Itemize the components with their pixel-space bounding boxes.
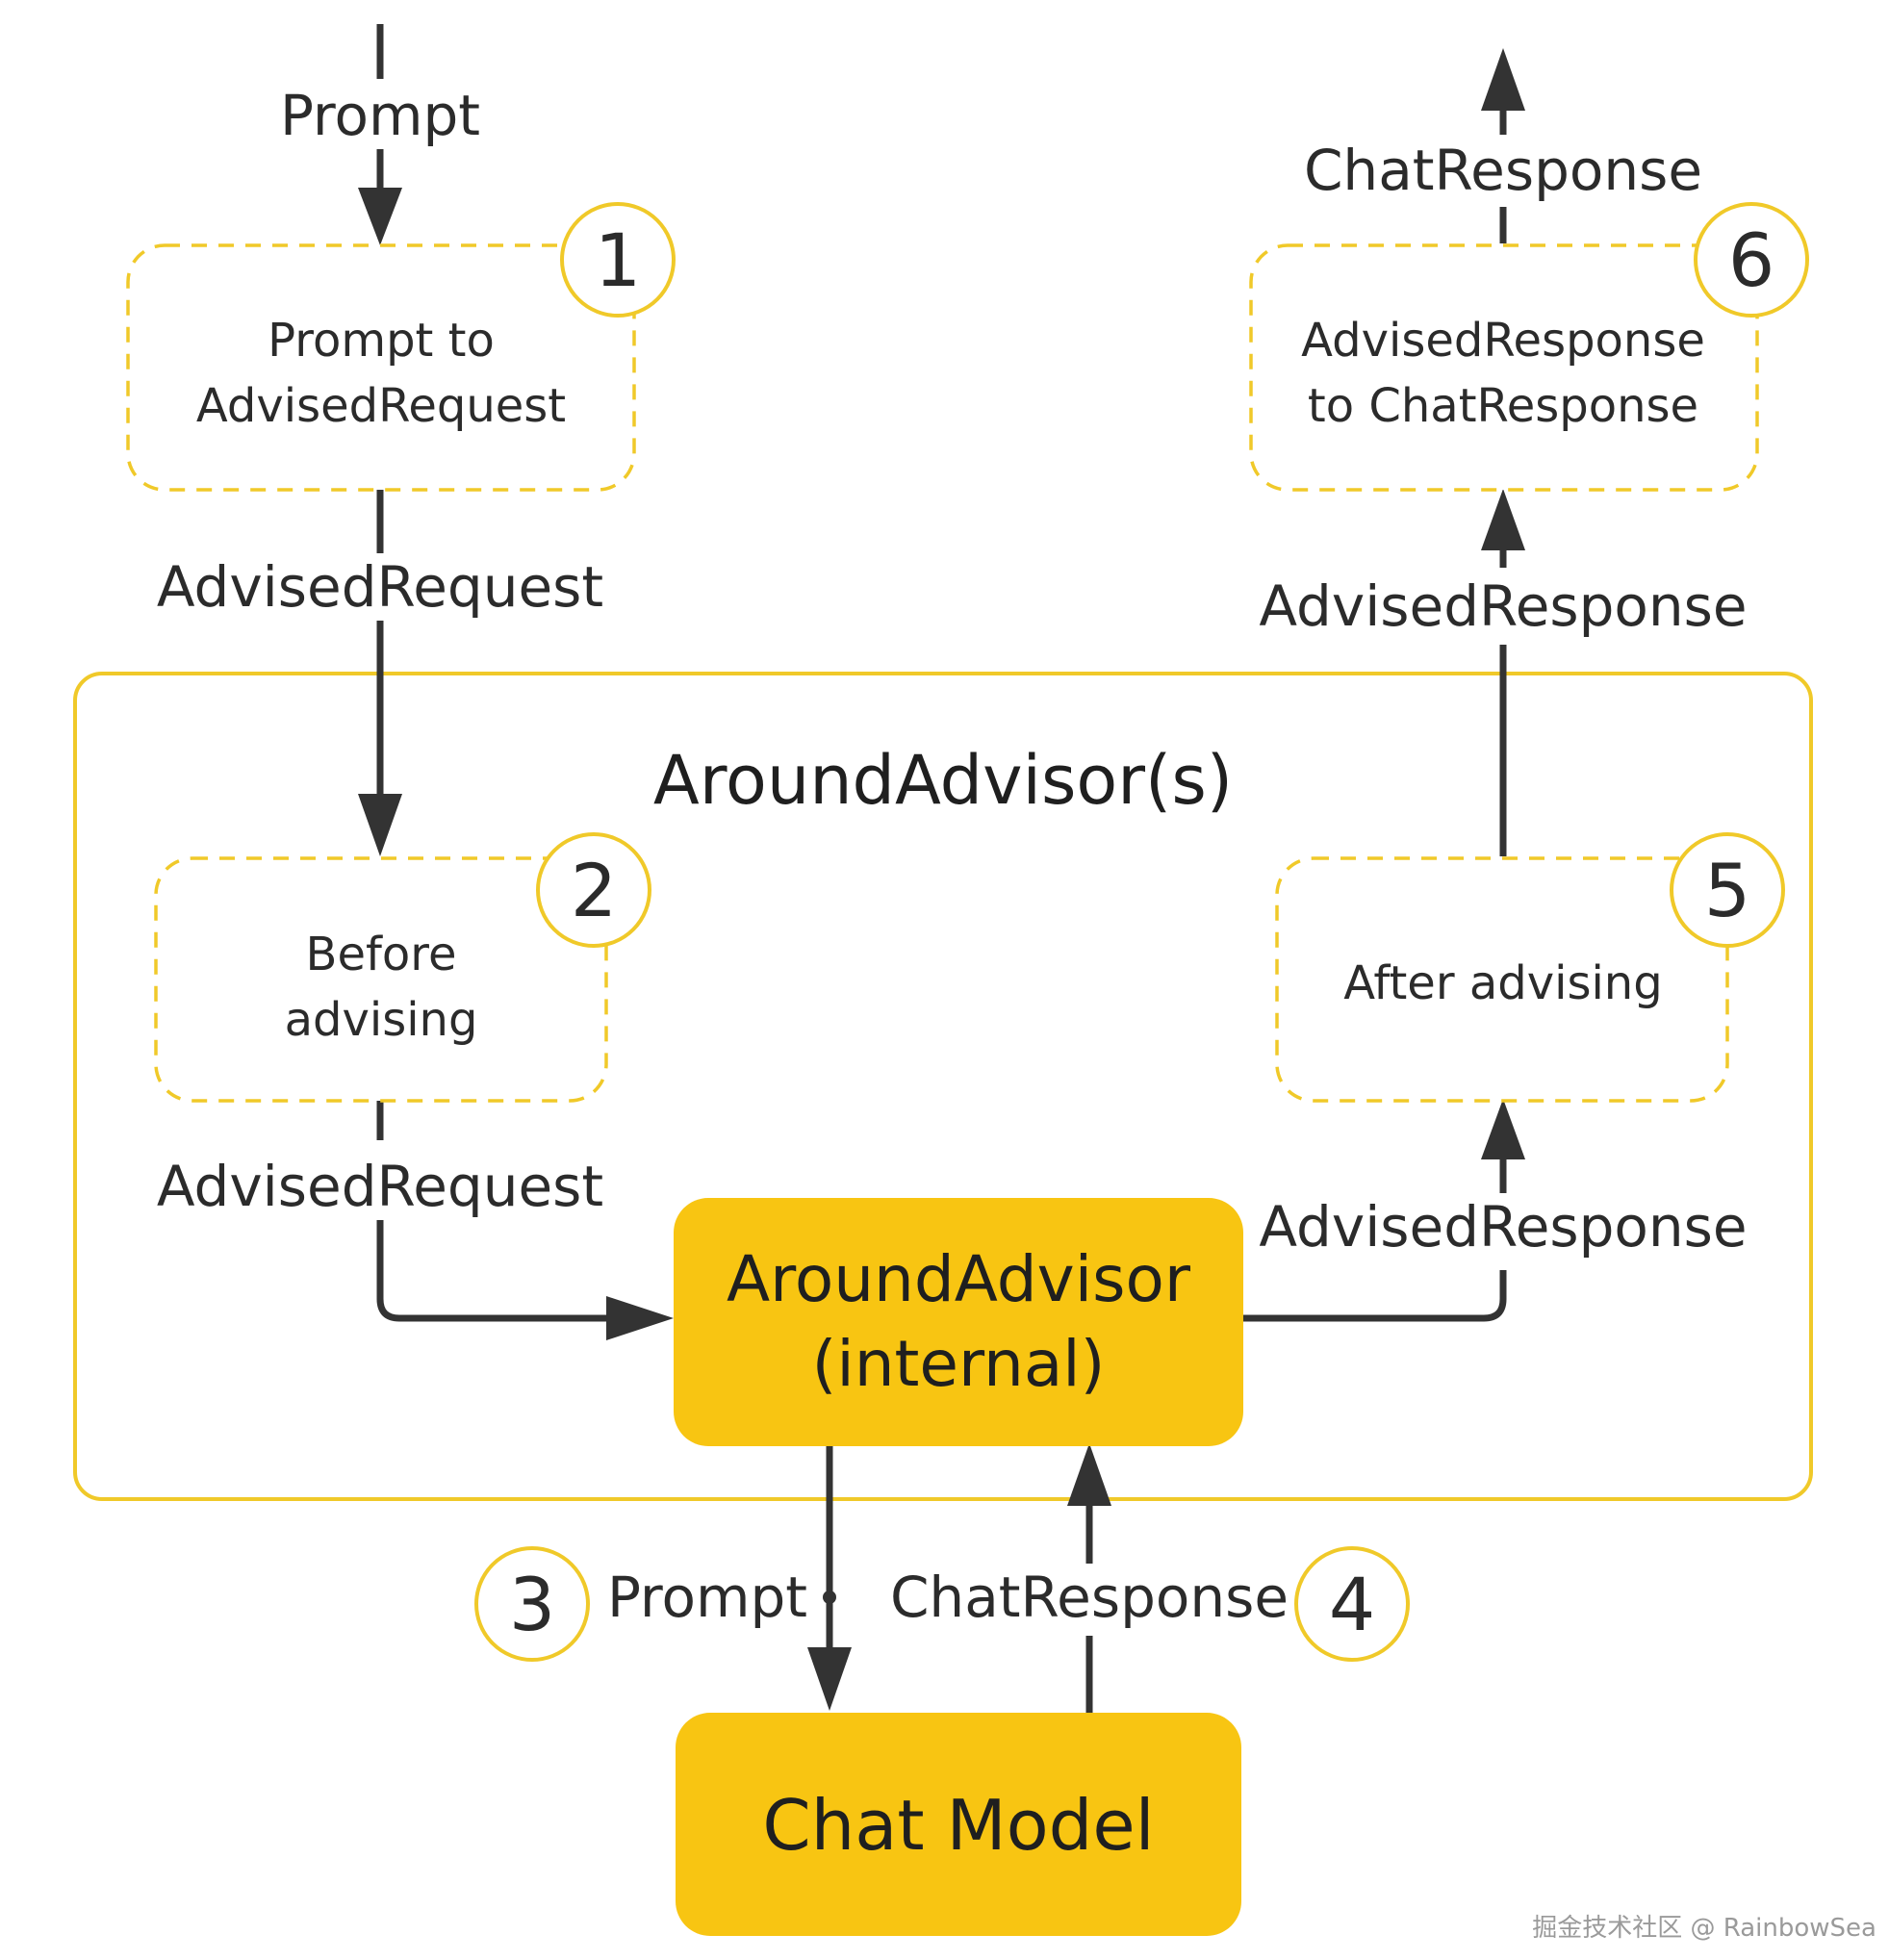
around-advisors-group: [73, 672, 1813, 1501]
step5-box: [1275, 856, 1729, 1103]
core-text-line1: AroundAdvisor: [727, 1242, 1191, 1316]
step2-text-line1: Before: [306, 928, 457, 981]
chat-model-box: [676, 1713, 1241, 1936]
step1-box: [126, 243, 636, 492]
step2-text-line2: advising: [285, 993, 478, 1047]
model-response-label: ChatResponse: [890, 1565, 1289, 1630]
step6-text-line2: to ChatResponse: [1308, 379, 1698, 433]
core-to-step5-arrowhead: [1481, 1099, 1525, 1159]
model-to-core-arrowhead: [1067, 1443, 1111, 1506]
around-advisor-internal-box: [674, 1198, 1243, 1446]
advised-request-label-1: AdvisedRequest: [157, 554, 603, 620]
step2-to-core-arrowhead: [606, 1296, 674, 1340]
advised-response-label-2: AdvisedResponse: [1259, 573, 1747, 639]
chat-model-label: Chat Model: [762, 1785, 1154, 1866]
watermark: 掘金技术社区 @ RainbowSea: [1532, 1914, 1876, 1943]
step1-number-circle: [560, 202, 676, 318]
step2-box: [154, 856, 608, 1103]
core-text-line2: (internal): [812, 1327, 1106, 1401]
step5-to-step6-arrowhead: [1481, 489, 1525, 550]
advised-response-label-1: AdvisedResponse: [1259, 1194, 1747, 1260]
step6-number: 6: [1728, 217, 1774, 303]
step6-text-line1: AdvisedResponse: [1301, 314, 1705, 368]
step3-number: 3: [509, 1562, 555, 1647]
step3-number-circle: [474, 1546, 590, 1662]
output-response-label: ChatResponse: [1304, 138, 1702, 203]
advised-request-label-2: AdvisedRequest: [157, 1154, 603, 1219]
step4-number-circle: [1294, 1546, 1410, 1662]
step1-number: 1: [595, 217, 641, 303]
advised-request-arrowhead: [358, 794, 402, 856]
core-to-model-arrowhead: [807, 1647, 852, 1711]
step2-number-circle: [536, 832, 651, 948]
step2-number: 2: [571, 848, 617, 933]
input-prompt-arrowhead: [358, 188, 402, 245]
step1-text-line1: Prompt to: [268, 314, 495, 368]
step5-number: 5: [1704, 848, 1750, 933]
model-prompt-label: Prompt: [607, 1565, 807, 1630]
core-to-step5-line: [1241, 1270, 1507, 1322]
step5-number-circle: [1670, 832, 1785, 948]
input-prompt-label: Prompt: [280, 83, 480, 148]
step6-box: [1249, 243, 1759, 492]
step4-number: 4: [1329, 1562, 1375, 1647]
output-arrowhead: [1481, 48, 1525, 111]
group-title: AroundAdvisor(s): [653, 741, 1233, 820]
step5-text-line1: After advising: [1343, 956, 1662, 1010]
step1-text-line2: AdvisedRequest: [196, 379, 566, 433]
step2-to-core-line: [376, 1220, 616, 1322]
prompt-junction-dot: [823, 1591, 836, 1604]
step6-number-circle: [1694, 202, 1809, 318]
